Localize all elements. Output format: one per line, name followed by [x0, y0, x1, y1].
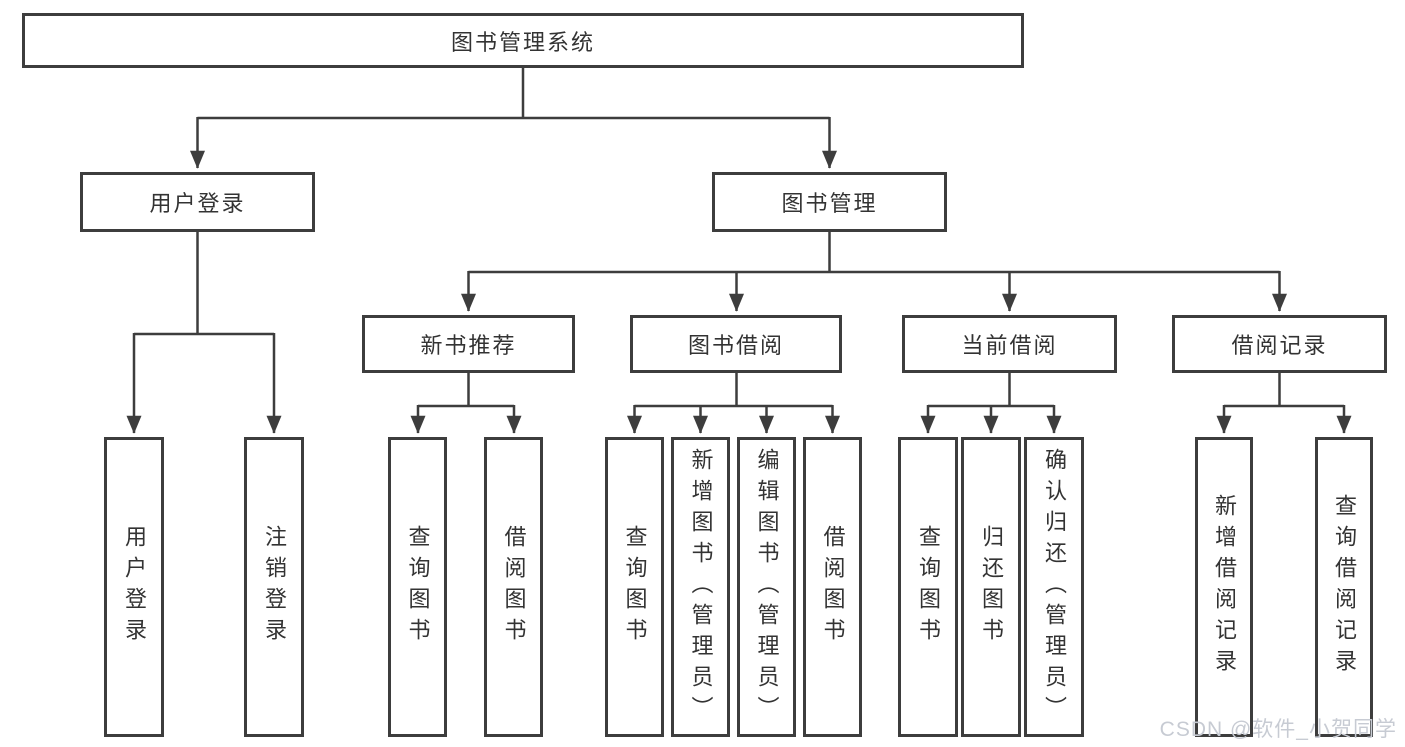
leaf-label: 借阅图书: [501, 525, 527, 649]
leaf-query-borrow-record: 查询借阅记录: [1315, 437, 1373, 737]
leaf-borrow-books: 借阅图书: [803, 437, 862, 737]
leaf-label: 查询图书: [622, 525, 648, 649]
connector-user-login-split: [134, 232, 274, 336]
node-book-management: 图书管理: [712, 172, 947, 232]
node-root-system: 图书管理系统: [22, 13, 1024, 68]
leaf-logout: 注销登录: [244, 437, 304, 737]
leaf-query-books: 查询图书: [605, 437, 664, 737]
leaf-borrow-books: 借阅图书: [484, 437, 543, 737]
leaf-label: 编辑图书（管理员）: [754, 447, 780, 727]
node-current-borrowing: 当前借阅: [902, 315, 1117, 373]
connector-root-split: [197, 68, 830, 120]
leaf-label: 注销登录: [262, 525, 287, 649]
connector-current-borrow-split: [928, 373, 1054, 408]
connector-book-mgmt-split: [468, 232, 1280, 274]
leaf-user-login: 用户登录: [104, 437, 164, 737]
leaf-edit-book-admin: 编辑图书（管理员）: [737, 437, 796, 737]
leaf-return-books: 归还图书: [961, 437, 1021, 737]
leaf-label: 查询图书: [916, 525, 941, 649]
leaf-label: 借阅图书: [820, 525, 846, 649]
leaf-label: 用户登录: [122, 525, 147, 649]
node-user-login: 用户登录: [80, 172, 315, 232]
leaf-query-books: 查询图书: [898, 437, 958, 737]
leaf-confirm-return-admin: 确认归还（管理员）: [1024, 437, 1084, 737]
connector-records-split: [1224, 373, 1344, 408]
leaf-add-borrow-record: 新增借阅记录: [1195, 437, 1253, 737]
node-new-book-recommend: 新书推荐: [362, 315, 575, 373]
leaf-label: 新增图书（管理员）: [688, 447, 714, 727]
connector-book-borrow-split: [634, 373, 833, 408]
csdn-watermark: CSDN @软件_小贺同学: [1159, 718, 1397, 741]
connector-new-books-split: [418, 373, 514, 408]
leaf-add-book-admin: 新增图书（管理员）: [671, 437, 730, 737]
leaf-label: 新增借阅记录: [1212, 494, 1237, 680]
node-book-borrowing: 图书借阅: [630, 315, 842, 373]
node-borrowing-records: 借阅记录: [1172, 315, 1387, 373]
leaf-query-books: 查询图书: [388, 437, 447, 737]
leaf-label: 归还图书: [979, 525, 1004, 649]
leaf-label: 查询借阅记录: [1332, 494, 1357, 680]
leaf-label: 查询图书: [405, 525, 431, 649]
leaf-label: 确认归还（管理员）: [1042, 447, 1067, 727]
